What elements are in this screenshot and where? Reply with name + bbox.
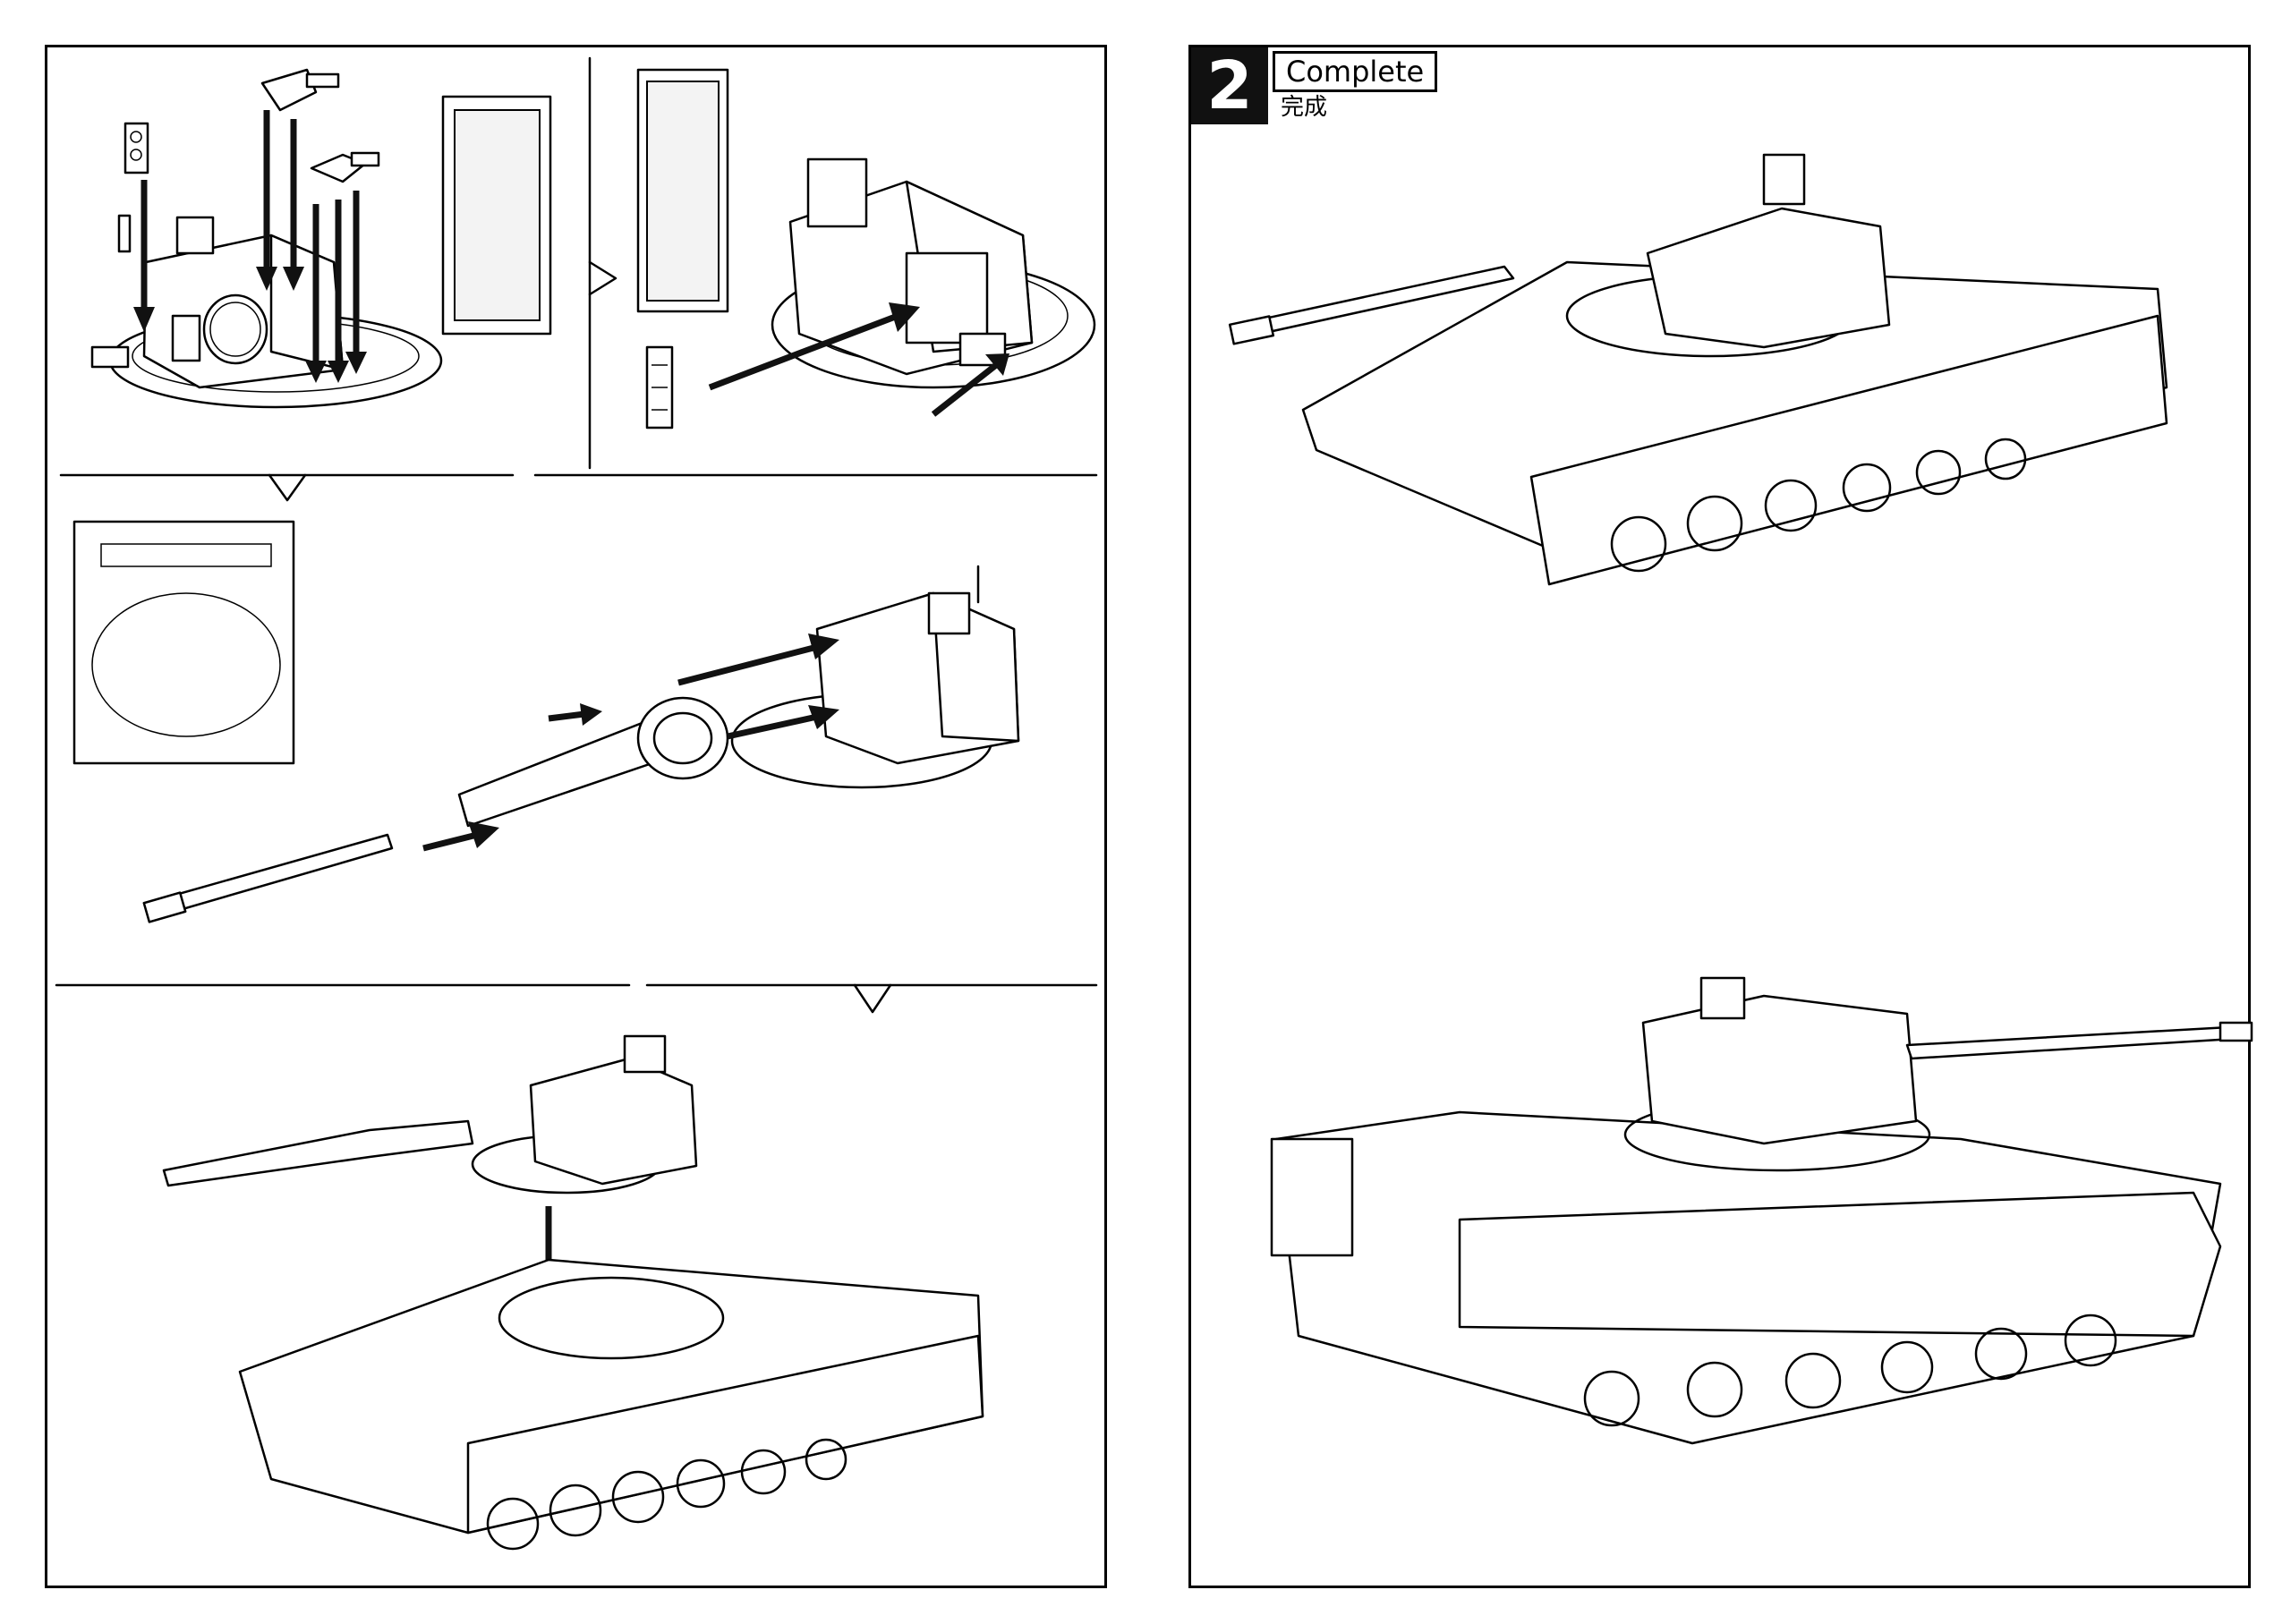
periscope-part (645, 345, 674, 429)
panel-divider-vertical (588, 56, 617, 470)
photo-etch-sheet-1 (441, 95, 552, 336)
turret-assembly-drawing (162, 1034, 698, 1195)
step-title: Complete (1273, 51, 1438, 92)
panel-divider-row1 (59, 473, 1098, 502)
complete-vehicle-rear-view (1270, 976, 2253, 1445)
step-subtitle: 完成 (1281, 94, 1328, 121)
assembly-arrows-c (422, 633, 839, 852)
turret-with-mantlet-drawing (730, 565, 1020, 789)
instruction-page-left (45, 45, 1107, 1588)
turret-body-drawing (771, 157, 1096, 389)
hull-drawing-d (238, 1258, 984, 1551)
photo-etch-sheet-2 (636, 68, 729, 313)
left-page-illustrations (55, 56, 1098, 1551)
gun-barrel-drawing (142, 696, 729, 923)
panel-divider-row2 (55, 983, 1098, 1014)
small-parts-drawing (123, 68, 380, 183)
instruction-page-right: 2 Complete 完成 (1188, 45, 2253, 1588)
instruction-sheet-thumbnail (72, 520, 295, 765)
step-number-badge: 2 (1191, 47, 1268, 124)
complete-vehicle-front-view (1228, 153, 2168, 586)
assembly-arrows-a (133, 110, 367, 383)
right-page-illustrations (1228, 153, 2253, 1445)
assembly-arrows-b (708, 302, 1009, 417)
